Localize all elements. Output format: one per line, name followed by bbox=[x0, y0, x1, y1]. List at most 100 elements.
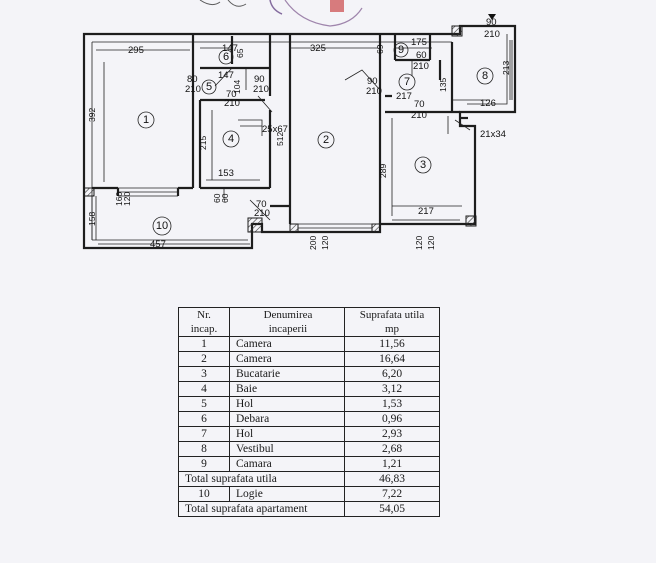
dim-label: 210 bbox=[254, 208, 270, 219]
header-text: incaperii bbox=[268, 323, 308, 335]
room-number-2: 2 bbox=[323, 134, 329, 146]
dim-label: 147 bbox=[222, 43, 238, 54]
room-number-4: 4 bbox=[228, 133, 234, 145]
dim-label: 210 bbox=[185, 84, 201, 95]
dim-label: 217 bbox=[418, 206, 434, 217]
cell-name: Bucatarie bbox=[229, 366, 345, 382]
cell-name: Vestibul bbox=[229, 441, 345, 457]
dim-label: 210 bbox=[224, 98, 240, 109]
dim-label: 392 bbox=[87, 108, 97, 122]
cell-nr: 4 bbox=[178, 381, 230, 397]
dim-label: 200 bbox=[308, 236, 318, 250]
cell-area: 2,93 bbox=[344, 426, 440, 442]
area-table: Nr. incap. Denumirea incaperii Suprafata… bbox=[178, 307, 440, 517]
dim-label: 215 bbox=[198, 136, 208, 150]
dim-label: 69 bbox=[375, 44, 385, 54]
room-number-9: 9 bbox=[398, 44, 404, 56]
dim-label: 158 bbox=[87, 212, 97, 226]
dim-label: 70 bbox=[256, 199, 267, 210]
cell-name: Hol bbox=[229, 396, 345, 412]
dim-label: 160 bbox=[114, 192, 124, 206]
cell-nr: 8 bbox=[178, 441, 230, 457]
dim-label: 153 bbox=[218, 168, 234, 179]
cell-nr: 2 bbox=[178, 351, 230, 367]
cell-area: 11,56 bbox=[344, 336, 440, 352]
dimension-labels: 295 147 325 175 90 210 69 60 210 65 147 … bbox=[87, 17, 511, 250]
cell-nr: 5 bbox=[178, 396, 230, 412]
dim-label: 512 bbox=[275, 132, 285, 146]
total-util-area: 46,83 bbox=[344, 471, 440, 487]
dim-label: 120 bbox=[426, 236, 436, 250]
dim-label: 289 bbox=[378, 164, 388, 178]
dim-label: 60 bbox=[220, 193, 230, 203]
dim-label: 126 bbox=[480, 98, 496, 109]
cell-name: Hol bbox=[229, 426, 345, 442]
header-text: Denumirea bbox=[263, 309, 313, 321]
cell-nr: 9 bbox=[178, 456, 230, 472]
room-labels: 1 2 3 4 5 6 7 8 9 10 bbox=[137, 42, 494, 236]
area-summary-table: Nr. incap. Denumirea incaperii Suprafata… bbox=[178, 307, 440, 517]
room-number-10: 10 bbox=[156, 220, 168, 232]
dim-label: 210 bbox=[413, 61, 429, 72]
dim-label: 217 bbox=[396, 91, 412, 102]
room-number-5: 5 bbox=[206, 81, 212, 93]
dim-label: 213 bbox=[501, 61, 511, 75]
cell-area: 3,12 bbox=[344, 381, 440, 397]
dim-label: 295 bbox=[128, 45, 144, 56]
dim-label: 90 bbox=[486, 17, 497, 28]
dim-label: 21x34 bbox=[480, 129, 506, 140]
dim-label: 175 bbox=[411, 37, 427, 48]
cell-area: 2,68 bbox=[344, 441, 440, 457]
walls bbox=[82, 14, 517, 250]
cell-nr: 6 bbox=[178, 411, 230, 427]
dim-label: 104 bbox=[232, 80, 242, 94]
header-text: Nr. bbox=[197, 309, 211, 321]
dim-label: 120 bbox=[414, 236, 424, 250]
dim-label: 135 bbox=[438, 78, 448, 92]
dim-label: 70 bbox=[414, 99, 425, 110]
cell-area: 1,53 bbox=[344, 396, 440, 412]
dim-label: 90 bbox=[367, 76, 378, 87]
room-number-7: 7 bbox=[404, 76, 410, 88]
room-number-3: 3 bbox=[420, 159, 426, 171]
cell-area: 0,96 bbox=[344, 411, 440, 427]
cell-name: Logie bbox=[229, 486, 345, 502]
dim-label: 457 bbox=[150, 239, 166, 250]
dim-label: 210 bbox=[484, 29, 500, 40]
cell-nr: 3 bbox=[178, 366, 230, 382]
room-number-8: 8 bbox=[482, 70, 488, 82]
header-area: Suprafata utila mp bbox=[344, 307, 440, 337]
cell-area: 16,64 bbox=[344, 351, 440, 367]
cell-name: Camera bbox=[229, 336, 345, 352]
dim-label: 70 bbox=[226, 89, 237, 100]
dim-label: 80 bbox=[187, 74, 198, 85]
cell-area: 6,20 bbox=[344, 366, 440, 382]
header-text: Suprafata utila bbox=[359, 309, 425, 321]
dim-label: 210 bbox=[411, 110, 427, 121]
header-nr: Nr. incap. bbox=[178, 307, 230, 337]
table-header-row: Nr. incap. Denumirea incaperii Suprafata… bbox=[178, 307, 440, 337]
dim-label: 25x67 bbox=[262, 124, 288, 135]
dim-label: 65 bbox=[235, 48, 245, 58]
dim-label: 210 bbox=[366, 86, 382, 97]
room-number-6: 6 bbox=[223, 51, 229, 63]
header-text: mp bbox=[384, 323, 400, 335]
dim-label: 325 bbox=[310, 43, 326, 54]
cell-nr: 10 bbox=[178, 486, 230, 502]
cell-area: 1,21 bbox=[344, 456, 440, 472]
room-number-1: 1 bbox=[143, 114, 149, 126]
dim-label: 120 bbox=[122, 192, 132, 206]
stamp-fragment bbox=[199, 0, 363, 27]
cell-nr: 1 bbox=[178, 336, 230, 352]
